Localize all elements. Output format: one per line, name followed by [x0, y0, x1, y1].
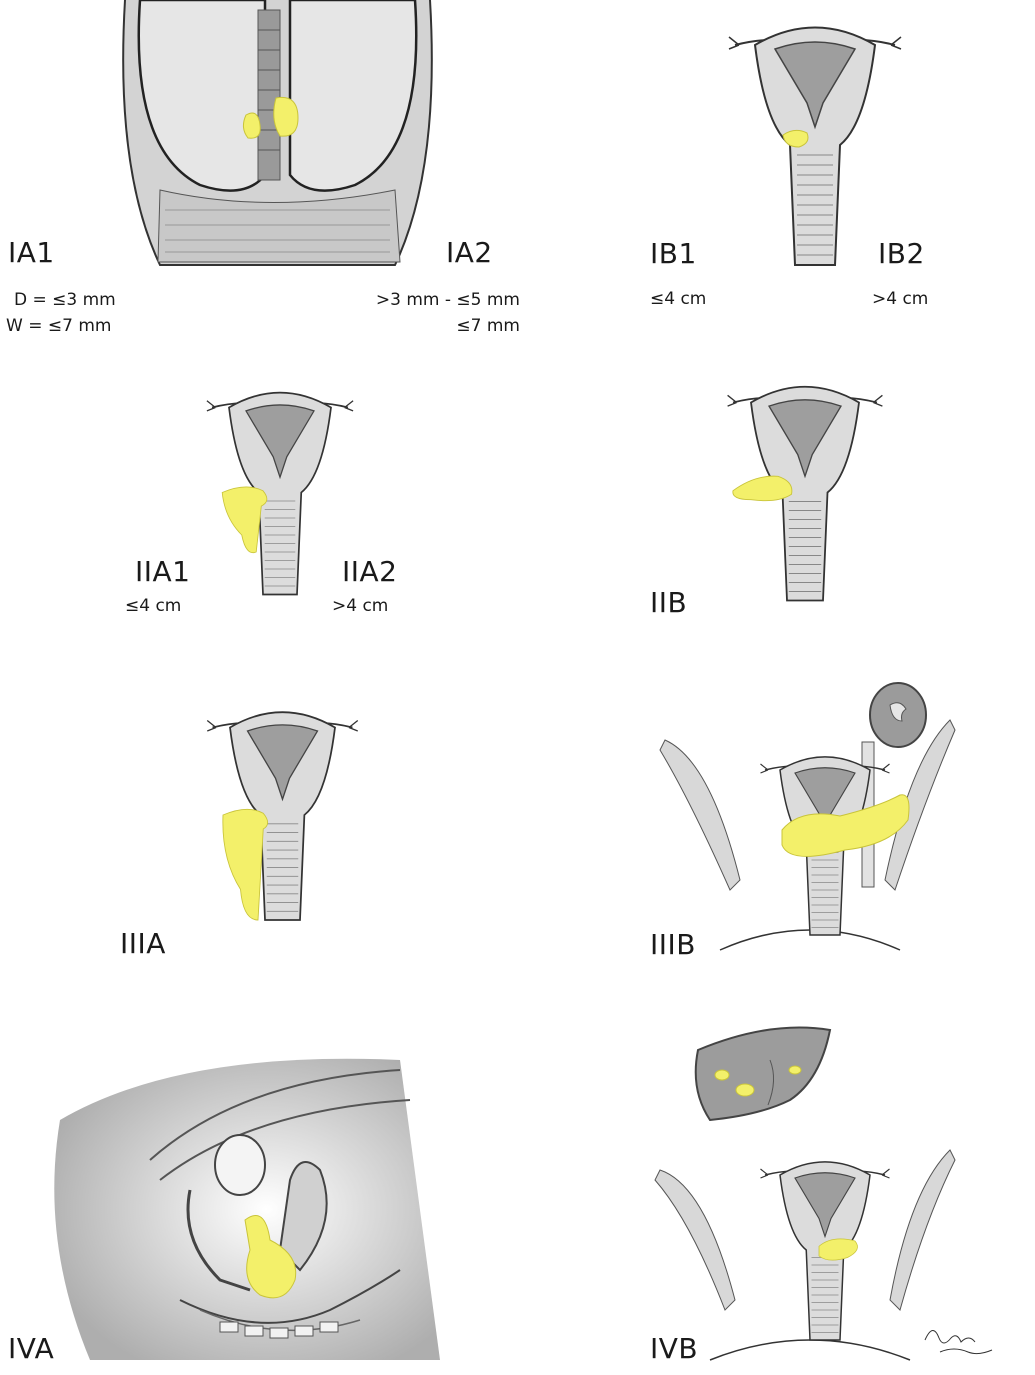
stage-iva-label: IVA	[8, 1332, 54, 1365]
panel-iva: IVA	[0, 1040, 460, 1375]
cervix-closeup-illustration	[0, 0, 540, 340]
panel-iia: IIA1 ≤4 cm IIA2 >4 cm	[110, 370, 430, 620]
panel-ivb: IVB	[650, 1020, 1035, 1375]
stage-iia2-size: >4 cm	[332, 596, 388, 616]
sagittal-pelvis-illustration	[0, 1040, 460, 1375]
stage-ia2-label: IA2	[446, 236, 493, 269]
stage-iia1-label: IIA1	[135, 555, 190, 588]
stage-ib2-label: IB2	[878, 237, 925, 270]
stage-iia1-size: ≤4 cm	[125, 596, 181, 616]
panel-iiib: IIIB	[650, 680, 990, 980]
uterus-illustration-ib	[715, 15, 915, 275]
uterus-illustration-iib	[715, 370, 895, 615]
uterus-illustration-ivb	[750, 1140, 900, 1360]
stage-ib1-label: IB1	[650, 237, 697, 270]
stage-ia1-depth: D = ≤3 mm	[14, 290, 116, 310]
panel-iiia: IIIA	[110, 685, 430, 975]
panel-ib: IB1 ≤4 cm IB2 >4 cm	[650, 15, 970, 335]
stage-ia1-width: W = ≤7 mm	[6, 316, 111, 336]
stage-ib2-size: >4 cm	[872, 289, 928, 309]
stage-ia2-width: ≤7 mm	[355, 316, 520, 336]
stage-iia2-label: IIA2	[342, 555, 397, 588]
uterus-illustration-iiia	[195, 685, 370, 945]
stage-ia1-label: IA1	[8, 236, 55, 269]
tumor-iiib	[650, 680, 990, 980]
panel-iib: IIB	[650, 370, 970, 630]
panel-ia: IA1 D = ≤3 mm W = ≤7 mm IA2 >3 mm - ≤5 m…	[0, 0, 540, 340]
stage-ia2-depth: >3 mm - ≤5 mm	[355, 290, 520, 310]
uterus-illustration-iia	[195, 370, 365, 615]
stage-iiia-label: IIIA	[120, 927, 166, 960]
artist-signature	[920, 1320, 1000, 1360]
stage-ivb-label: IVB	[650, 1332, 698, 1365]
stage-ib1-size: ≤4 cm	[650, 289, 706, 309]
stage-iiib-label: IIIB	[650, 928, 696, 961]
stage-iib-label: IIB	[650, 586, 687, 619]
